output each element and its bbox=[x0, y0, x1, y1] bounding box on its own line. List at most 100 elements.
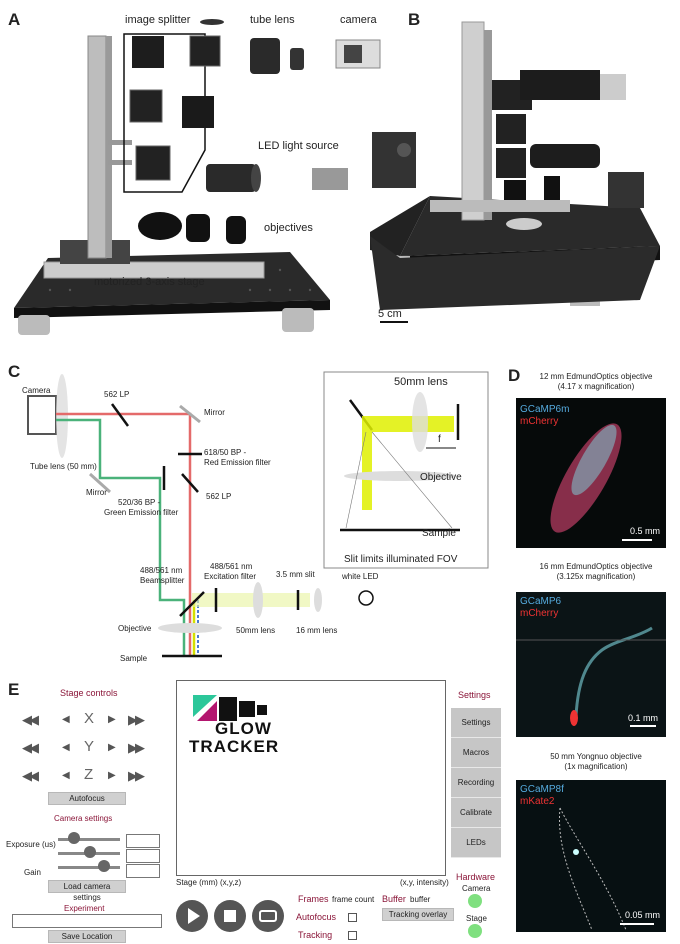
d2-ch2: mCherry bbox=[520, 608, 559, 619]
panel-label-e: E bbox=[8, 680, 20, 699]
label-image-splitter: image splitter bbox=[125, 14, 191, 26]
stop-icon bbox=[224, 910, 236, 922]
calibrate-button[interactable]: Calibrate bbox=[451, 798, 501, 828]
hardware-render-illustration bbox=[14, 19, 660, 335]
d3-subtitle: (1x magnification) bbox=[564, 762, 628, 771]
stop-button[interactable] bbox=[214, 900, 246, 932]
label-objectives: objectives bbox=[264, 222, 313, 234]
settings-button[interactable]: Settings bbox=[451, 708, 501, 738]
y-fast-right-button[interactable]: ▶▶ bbox=[128, 740, 145, 755]
c-label-bp-red: 618/50 BP - bbox=[204, 448, 247, 457]
glowtracker-logo: GLOW TRACKER bbox=[189, 691, 279, 763]
c-label-mirror-top: Mirror bbox=[204, 408, 225, 417]
exposure-value-input[interactable] bbox=[126, 834, 160, 848]
autofocus-button[interactable]: Autofocus bbox=[48, 792, 126, 805]
d1-ch1: GCaMP6m bbox=[520, 404, 570, 415]
camera-status-indicator bbox=[468, 894, 482, 908]
x-left-button[interactable]: ◀ bbox=[62, 714, 70, 725]
y-left-button[interactable]: ◀ bbox=[62, 742, 70, 753]
y-axis-label: Y bbox=[84, 738, 95, 755]
logo-line-1: GLOW bbox=[215, 719, 272, 738]
recording-button[interactable]: Recording bbox=[451, 768, 501, 798]
live-view-canvas[interactable]: GLOW TRACKER bbox=[176, 680, 446, 876]
c-label-camera: Camera bbox=[22, 386, 51, 395]
z-fast-left-button[interactable]: ◀◀ bbox=[22, 768, 39, 783]
c-label-bp-red2: Red Emission filter bbox=[204, 458, 271, 467]
experiment-path-input[interactable] bbox=[12, 914, 162, 928]
micrograph-1: GCaMP6m mCherry 0.5 mm bbox=[516, 398, 666, 548]
c-label-562lp-top: 562 LP bbox=[104, 390, 130, 399]
panel-label-b: B bbox=[408, 10, 421, 29]
label-led: LED light source bbox=[258, 140, 339, 152]
play-button[interactable] bbox=[176, 900, 208, 932]
z-left-button[interactable]: ◀ bbox=[62, 770, 70, 781]
hw-stage-label: Stage bbox=[466, 914, 487, 923]
value-input-3[interactable] bbox=[126, 864, 160, 878]
c-label-tube-lens: Tube lens (50 mm) bbox=[30, 462, 97, 471]
stage-status-indicator bbox=[468, 924, 482, 938]
gain-slider-handle[interactable] bbox=[84, 846, 96, 858]
stage-position-readout: Stage (mm) (x,y,z) bbox=[176, 878, 242, 887]
z-fast-right-button[interactable]: ▶▶ bbox=[128, 768, 145, 783]
hw-camera-label: Camera bbox=[462, 884, 491, 893]
tracking-checkbox[interactable] bbox=[348, 931, 357, 940]
y-right-button[interactable]: ▶ bbox=[108, 742, 116, 753]
play-icon bbox=[188, 908, 200, 924]
c-label-white-led: white LED bbox=[342, 572, 379, 581]
macros-button[interactable]: Macros bbox=[451, 738, 501, 768]
gain-label: Gain bbox=[24, 868, 41, 877]
inset-label-sample: Sample bbox=[422, 528, 456, 539]
z-right-button[interactable]: ▶ bbox=[108, 770, 116, 781]
c-label-bp-green: 520/36 BP - bbox=[118, 498, 161, 507]
c-label-beamsplitter: 488/561 nm bbox=[140, 566, 183, 575]
intensity-readout: (x,y, intensity) bbox=[400, 878, 449, 887]
micrograph-2: GCaMP6 mCherry 0.1 mm bbox=[516, 592, 666, 737]
d2-scale: 0.1 mm bbox=[627, 713, 658, 723]
leds-button[interactable]: LEDs bbox=[451, 828, 501, 858]
panel-label-a: A bbox=[8, 10, 21, 29]
stage-controls-title: Stage controls bbox=[60, 688, 118, 698]
y-fast-left-button[interactable]: ◀◀ bbox=[22, 740, 39, 755]
c-label-objective: Objective bbox=[118, 624, 152, 633]
buffer-value: buffer bbox=[410, 895, 431, 904]
x-fast-left-button[interactable]: ◀◀ bbox=[22, 712, 39, 727]
c-label-excitation2: Excitation filter bbox=[204, 572, 257, 581]
slider-handle-3[interactable] bbox=[98, 860, 110, 872]
experiment-title: Experiment bbox=[64, 904, 105, 913]
autofocus-checkbox[interactable] bbox=[348, 913, 357, 922]
c-label-sample: Sample bbox=[120, 654, 148, 663]
logo-line-2: TRACKER bbox=[189, 737, 280, 756]
d3-ch2: mKate2 bbox=[520, 796, 555, 807]
d2-title: 16 mm EdmundOptics objective bbox=[539, 562, 653, 571]
exposure-label: Exposure (us) bbox=[6, 840, 56, 849]
label-stage: motorized 3-axis stage bbox=[94, 276, 205, 288]
c-label-beamsplitter2: Beamsplitter bbox=[140, 576, 185, 585]
d1-scale: 0.5 mm bbox=[629, 526, 660, 536]
x-right-button[interactable]: ▶ bbox=[108, 714, 116, 725]
save-location-button[interactable]: Save Location bbox=[48, 930, 126, 943]
slider-track-3[interactable] bbox=[58, 866, 120, 869]
inset-label-lens: 50mm lens bbox=[394, 376, 448, 388]
x-fast-right-button[interactable]: ▶▶ bbox=[128, 712, 145, 727]
c-label-mirror-left: Mirror bbox=[86, 488, 107, 497]
z-axis-label: Z bbox=[84, 766, 94, 783]
c-label-lens50: 50mm lens bbox=[236, 626, 276, 635]
buffer-label: Buffer bbox=[382, 894, 406, 904]
d1-ch2: mCherry bbox=[520, 416, 559, 427]
exposure-slider-track[interactable] bbox=[58, 838, 120, 841]
settings-title: Settings bbox=[458, 690, 491, 700]
tracking-toggle-label: Tracking bbox=[298, 930, 333, 940]
d1-title: 12 mm EdmundOptics objective bbox=[539, 372, 653, 381]
c-label-excitation: 488/561 nm bbox=[210, 562, 253, 571]
optical-path-diagram bbox=[27, 371, 489, 658]
inset-label-f: f bbox=[438, 434, 441, 445]
scale-bar-label: 5 cm bbox=[378, 308, 402, 320]
inset-label-objective: Objective bbox=[420, 472, 462, 483]
load-camera-settings-button[interactable]: Load camera settings bbox=[48, 880, 126, 902]
tracking-overlay-button[interactable]: Tracking overlay bbox=[382, 908, 454, 921]
snapshot-button[interactable] bbox=[252, 900, 284, 932]
gain-value-input[interactable] bbox=[126, 849, 160, 863]
autofocus-toggle-label: Autofocus bbox=[296, 912, 337, 922]
exposure-slider-handle[interactable] bbox=[68, 832, 80, 844]
camera-icon bbox=[259, 910, 277, 922]
